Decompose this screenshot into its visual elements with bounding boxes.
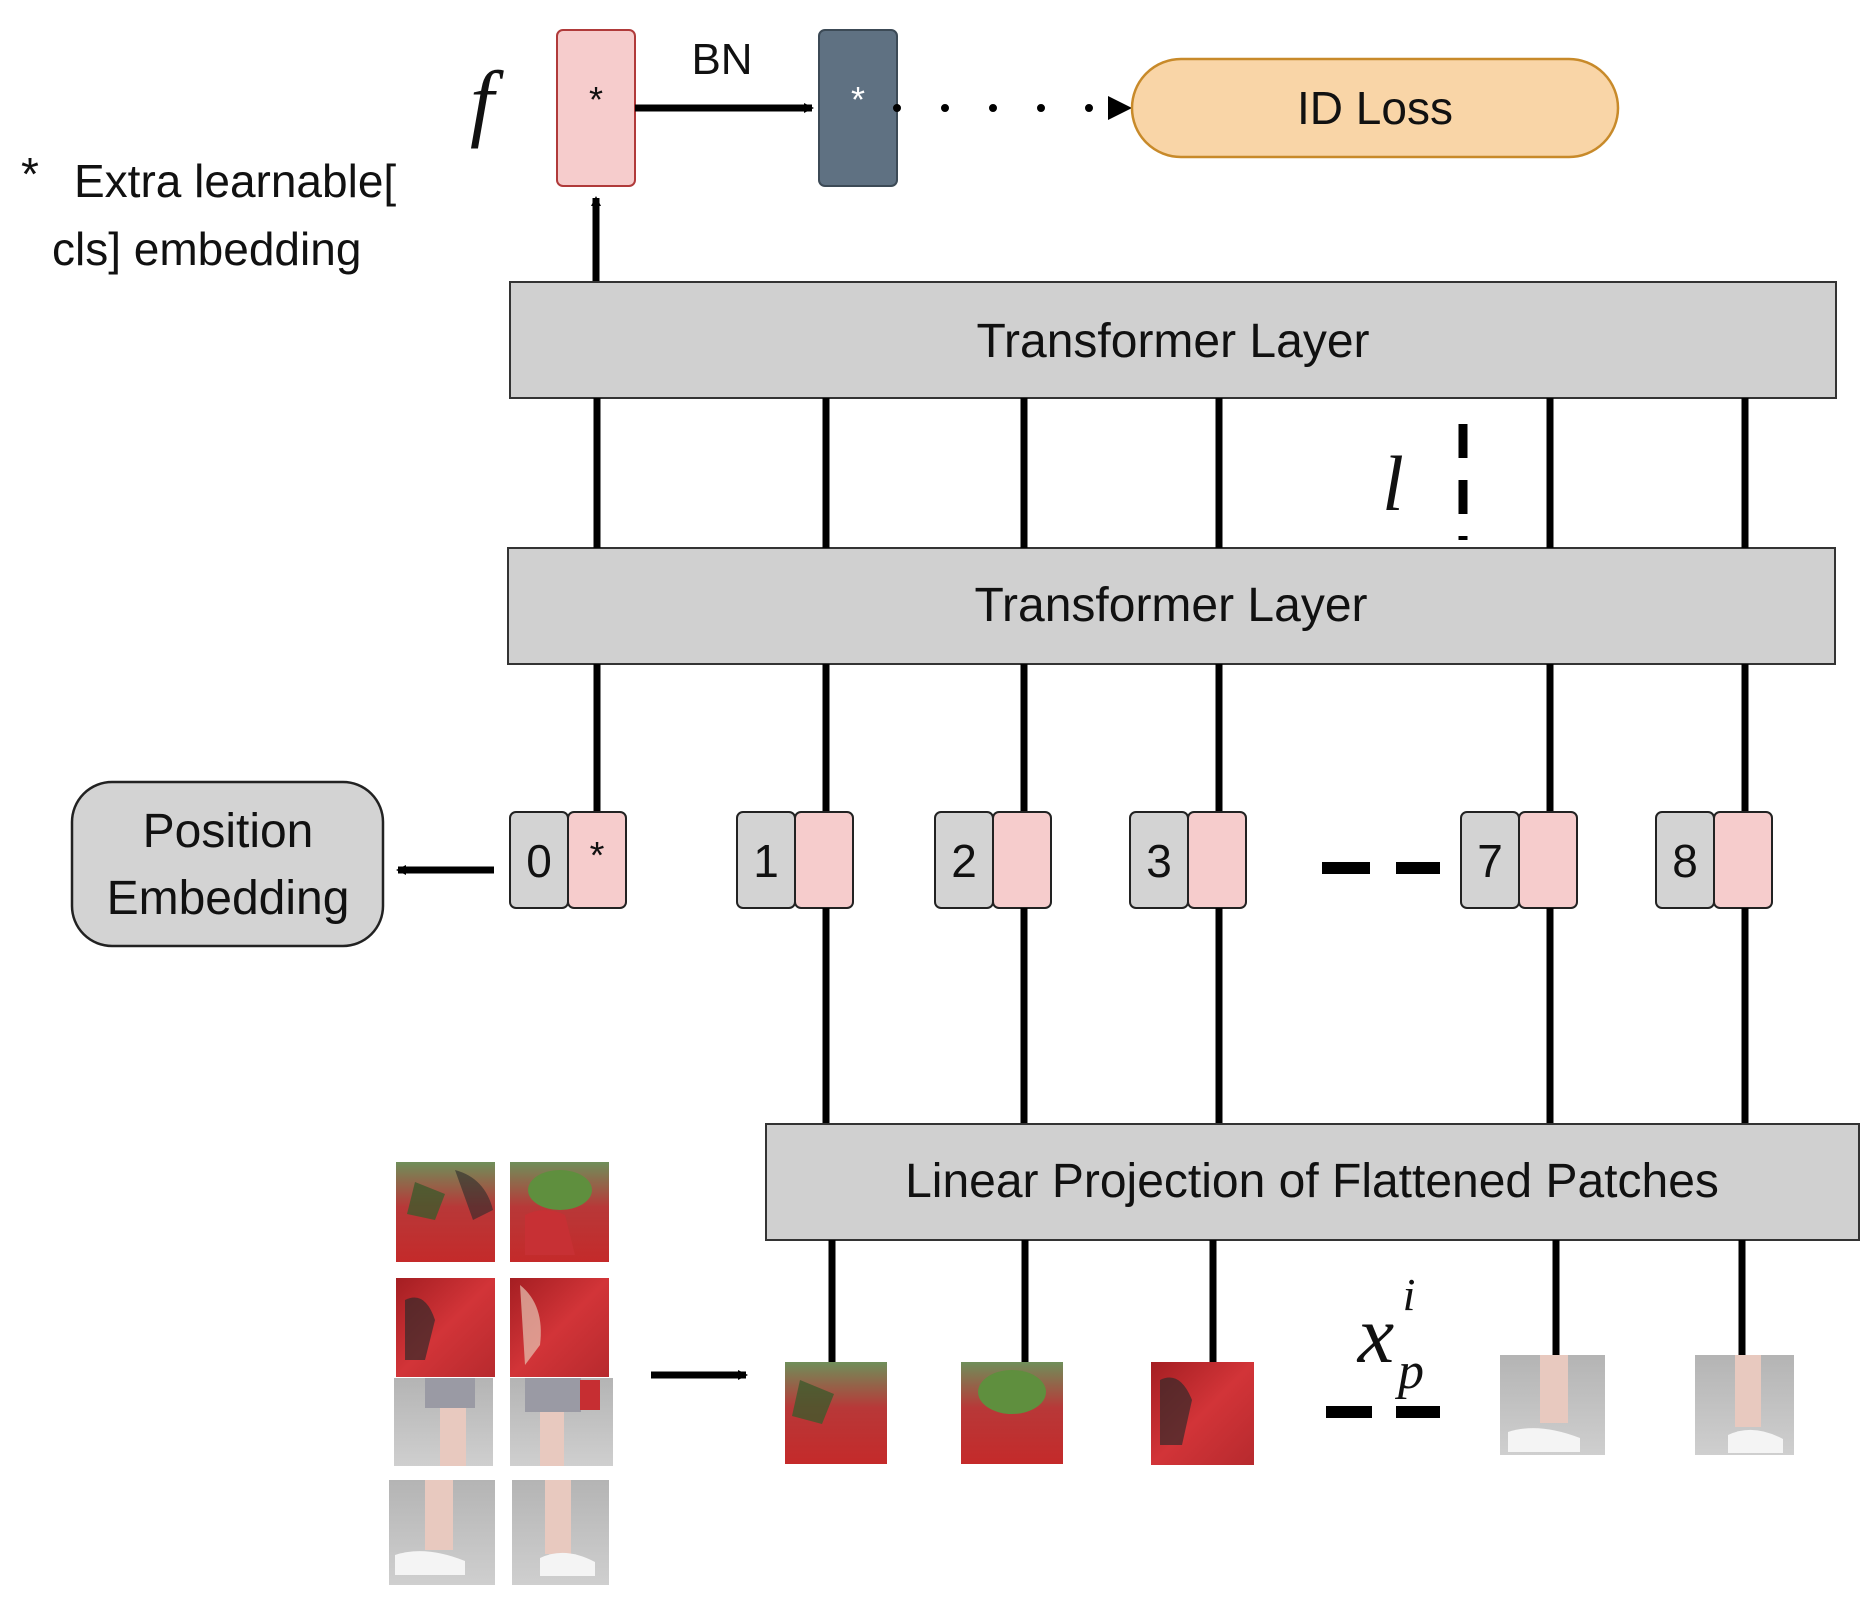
- person-patch-image: [785, 1362, 887, 1464]
- note-line1: Extra learnable[: [74, 155, 396, 207]
- person-patch-image: [394, 1378, 493, 1466]
- position-index-label: 3: [1146, 835, 1172, 887]
- person-patch-image: [396, 1278, 495, 1377]
- token-8: 8: [1655, 811, 1773, 909]
- cls-output-token: *: [556, 29, 636, 187]
- position-embedding-line2: Embedding: [107, 872, 350, 925]
- token-2: 2: [934, 811, 1052, 909]
- token-to-projection-lines: [822, 908, 1749, 1124]
- inter-layer-lines: [593, 398, 1749, 548]
- patch-embedding-box: [992, 811, 1052, 909]
- person-patch-image: [1500, 1355, 1605, 1455]
- person-patch-image: [1151, 1362, 1254, 1465]
- cls-output-star: *: [589, 79, 603, 120]
- bn-star: *: [851, 79, 865, 120]
- dotted-arrow: [893, 96, 1132, 120]
- transformer-layer-bottom: Transformer Layer: [507, 547, 1836, 665]
- position-embedding-box: Position Embedding: [70, 780, 385, 948]
- patch-symbol-subscript: p: [1394, 1343, 1424, 1400]
- transformer-layer-top: Transformer Layer: [509, 281, 1837, 399]
- transformer-layer-top-label: Transformer Layer: [977, 315, 1370, 368]
- patch-grid: [389, 1162, 613, 1585]
- id-loss-box: ID Loss: [1130, 57, 1620, 159]
- person-patch-image: [961, 1362, 1063, 1464]
- position-index-label: 1: [753, 835, 779, 887]
- projection-to-patch-lines: [828, 1240, 1746, 1362]
- note-line2: cls] embedding: [52, 223, 361, 275]
- bn-label: BN: [691, 35, 752, 84]
- patch-embedding-box: [1713, 811, 1773, 909]
- bn-token: *: [818, 29, 898, 187]
- person-patch-image: [512, 1480, 609, 1585]
- person-patch-image: [1695, 1355, 1794, 1455]
- patch-embedding-box: [794, 811, 854, 909]
- token-1: 1: [736, 811, 854, 909]
- token-7: 7: [1460, 811, 1578, 909]
- layer-to-token-lines: [593, 664, 1749, 812]
- patch-embedding-box: [1518, 811, 1578, 909]
- transformer-layer-bottom-label: Transformer Layer: [975, 579, 1368, 632]
- note-star: *: [21, 148, 39, 200]
- position-index-label: 7: [1477, 835, 1503, 887]
- cls-token-star: *: [590, 835, 605, 877]
- patch-symbol-superscript: i: [1403, 1269, 1416, 1320]
- patch-sequence: [785, 1355, 1794, 1465]
- id-loss-label: ID Loss: [1297, 82, 1453, 134]
- linear-projection-layer: Linear Projection of Flattened Patches: [765, 1123, 1860, 1241]
- patch-symbol: x i p: [1357, 1269, 1424, 1400]
- position-index-label: 8: [1672, 835, 1698, 887]
- person-patch-image: [396, 1162, 495, 1262]
- person-patch-image: [389, 1480, 495, 1585]
- position-index-label: 0: [526, 835, 552, 887]
- person-patch-image: [510, 1162, 609, 1262]
- person-patch-image: [510, 1378, 613, 1466]
- linear-projection-label: Linear Projection of Flattened Patches: [905, 1155, 1719, 1208]
- token-3: 3: [1129, 811, 1247, 909]
- person-patch-image: [510, 1278, 609, 1377]
- patch-embedding-box: [1187, 811, 1247, 909]
- token-0: 0*: [509, 811, 627, 909]
- layer-count-symbol: l: [1382, 440, 1404, 527]
- patch-embedding-box: [567, 811, 627, 909]
- patch-symbol-base: x: [1357, 1289, 1394, 1380]
- feature-symbol: f: [470, 53, 504, 149]
- position-embedding-line1: Position: [143, 805, 314, 858]
- position-index-label: 2: [951, 835, 977, 887]
